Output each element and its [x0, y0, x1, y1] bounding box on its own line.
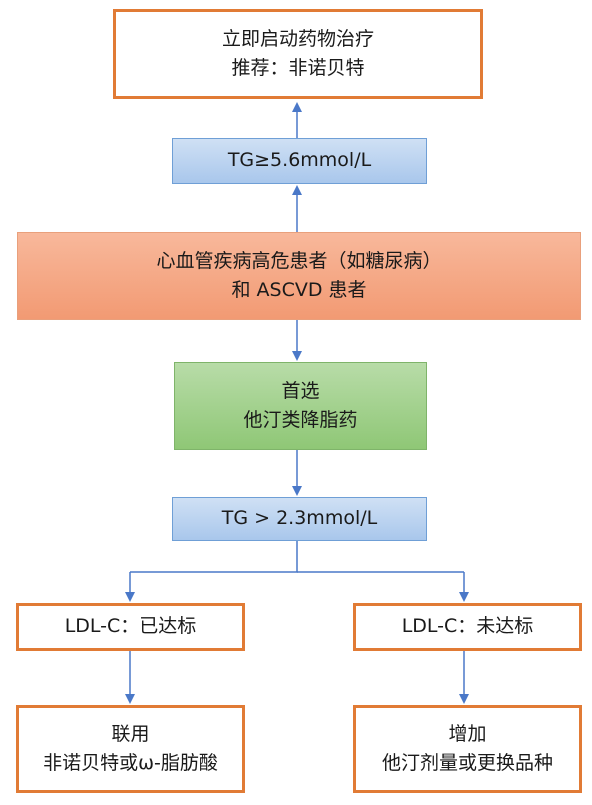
treat-now-box: 立即启动药物治疗 推荐：非诺贝特 [113, 9, 483, 99]
tg-mid-label: TG > 2.3mmol/L [221, 507, 378, 530]
combo-box: 联用 非诺贝特或ω-脂肪酸 [16, 705, 245, 793]
treat-now-recommendation: 推荐：非诺贝特 [231, 57, 365, 79]
ldl-unmet-box: LDL-C：未达标 [353, 603, 582, 651]
increase-box: 增加 他汀剂量或更换品种 [353, 705, 582, 793]
combo-line1: 联用 [111, 722, 150, 745]
treat-now-title: 立即启动药物治疗 [221, 27, 374, 50]
increase-line2: 他汀剂量或更换品种 [381, 752, 553, 774]
combo-line2: 非诺贝特或ω-脂肪酸 [43, 752, 218, 774]
patients-box: 心血管疾病高危患者（如糖尿病） 和 ASCVD 患者 [17, 232, 581, 320]
branch-connector [130, 541, 298, 573]
statin-line1: 首选 [281, 379, 320, 402]
tg-high-box: TG≥5.6mmol/L [172, 138, 427, 184]
ldl-met-label: LDL-C：已达标 [64, 615, 197, 638]
patients-line1: 心血管疾病高危患者（如糖尿病） [156, 249, 442, 272]
ldl-met-box: LDL-C：已达标 [16, 603, 245, 651]
increase-line1: 增加 [448, 722, 487, 745]
statin-box: 首选 他汀类降脂药 [174, 362, 427, 450]
statin-line2: 他汀类降脂药 [243, 409, 358, 431]
tg-mid-box: TG > 2.3mmol/L [172, 497, 427, 541]
patients-line2: 和 ASCVD 患者 [231, 279, 367, 301]
ldl-unmet-label: LDL-C：未达标 [401, 615, 534, 638]
tg-high-label: TG≥5.6mmol/L [227, 149, 372, 172]
